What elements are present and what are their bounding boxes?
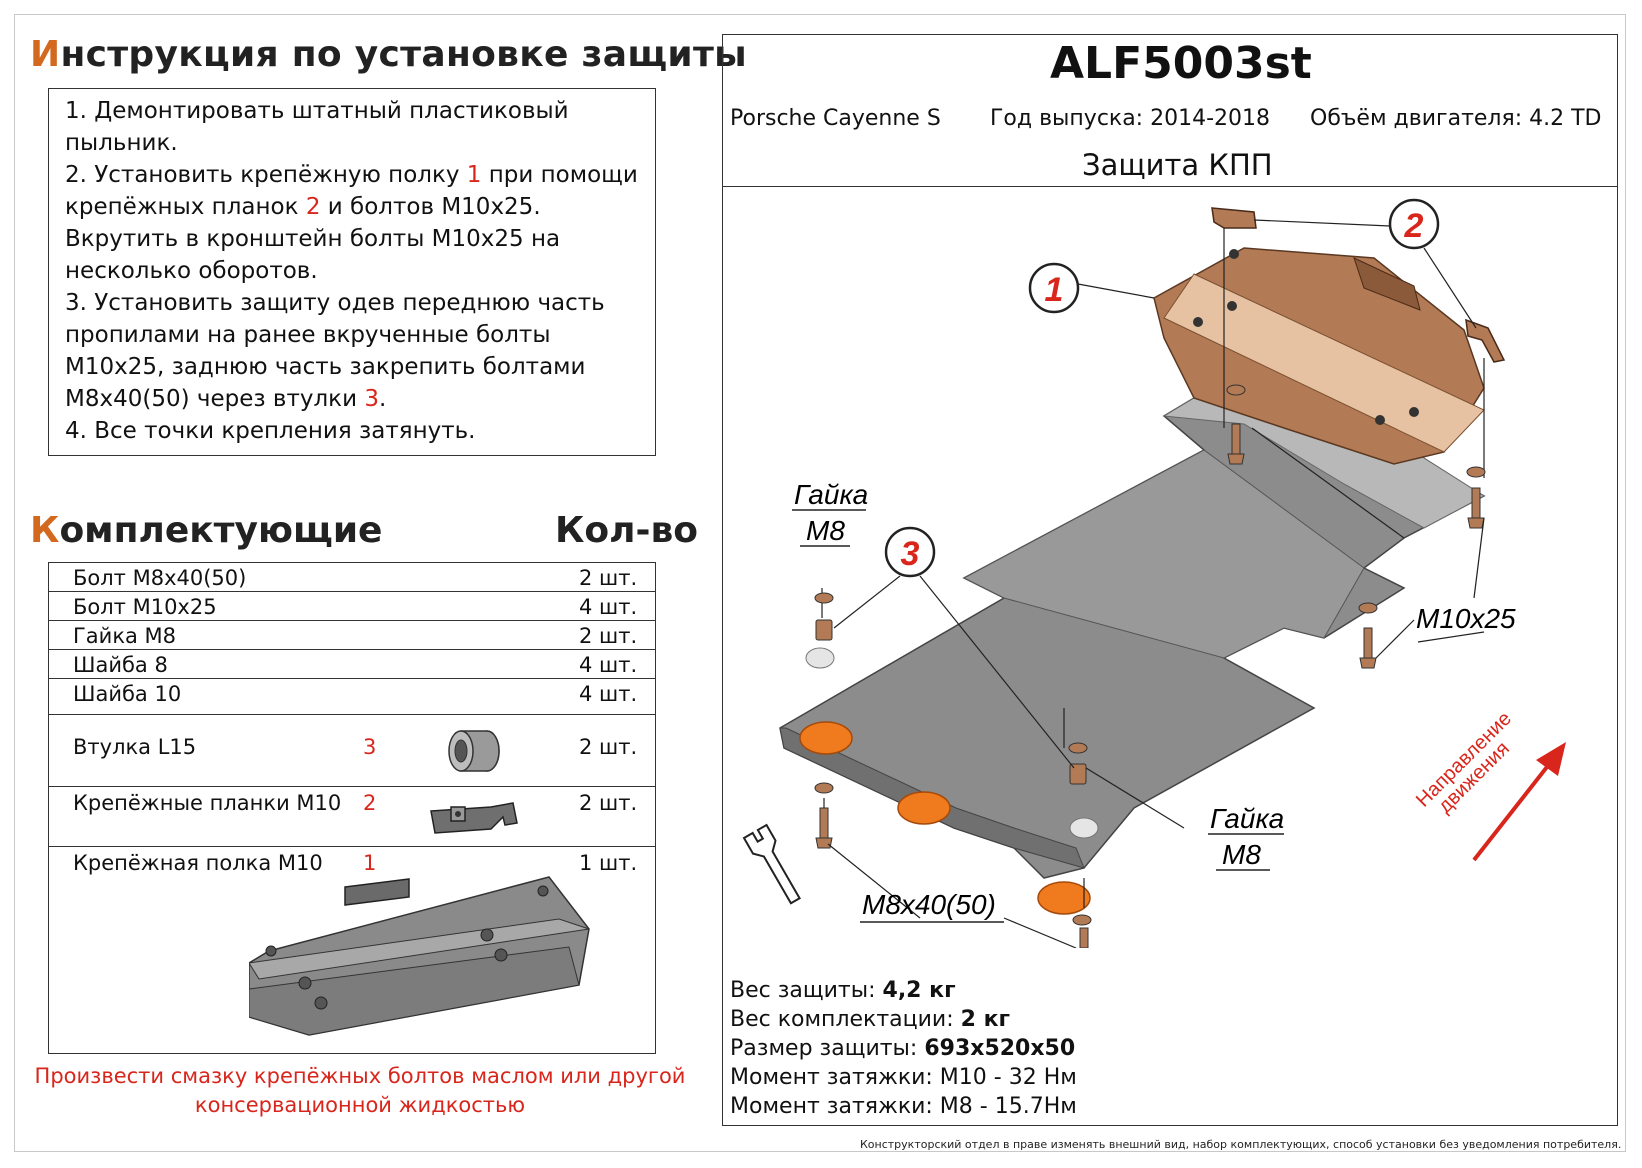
callout-2: 2 [1253,198,1477,329]
kit-item-qty: 2 шт. [579,735,638,759]
table-row: Шайба 10 4 шт. [49,679,655,715]
car-model: Porsche Cayenne S [730,106,941,131]
step-1: 1. Демонтировать штатный пластиковый пыл… [65,98,569,156]
torque-m10: Момент затяжки: М10 - 32 Нм [730,1065,1077,1090]
kit-weight: Вес комплектации: 2 кг [730,1007,1011,1032]
mounting-strip [1465,318,1506,363]
mounting-shelf [1153,247,1485,465]
mounting-shelf-icon [249,876,590,1036]
mounting-strip-icon [430,802,518,834]
svg-text:М8: М8 [1222,839,1261,870]
kit-item-qty: 4 шт. [579,595,638,619]
protection-weight: Вес защиты: 4,2 кг [730,978,956,1003]
bushing-mount [1069,817,1099,839]
table-row: Крепёжные планки М10 2 2 шт. [49,787,655,847]
skid-plate [779,367,1486,915]
nut-label-right: Гайка М8 [1085,767,1284,871]
kit-item-name: Гайка М8 [73,624,177,648]
protection-size: Размер защиты: 693х520х50 [730,1036,1076,1061]
engine-volume: Объём двигателя: 4.2 TD [1310,106,1602,131]
svg-text:Гайка: Гайка [794,479,868,510]
header-divider [722,186,1618,187]
kit-item-name: Болт М8х40(50) [73,566,247,590]
bolt-m10-label: М10х25 [1375,517,1516,659]
bushing-mount [805,647,835,669]
table-row: Гайка М8 2 шт. [49,621,655,650]
sheet-border [14,14,1626,1152]
kit-item-name: Втулка L15 [73,735,197,759]
step-3: 3. Установить защиту одев переднюю часть… [65,290,605,412]
kit-item-name: Крепёжные планки М10 [73,791,342,815]
svg-text:М8х40(50): М8х40(50) [862,889,996,920]
assembly-diagram: ALFeco [742,198,1566,948]
mounting-strip [1211,207,1257,229]
disclaimer-footer: Конструкторский отдел в праве изменять в… [860,1138,1622,1151]
kit-item-qty: 2 шт. [579,566,638,590]
production-years: Год выпуска: 2014-2018 [990,106,1271,131]
table-row: Шайба 8 4 шт. [49,650,655,679]
callout-3: 3 [833,526,1075,769]
kit-item-qty: 4 шт. [579,682,638,706]
kit-item-name: Шайба 8 [73,653,168,677]
svg-text:М8: М8 [806,515,845,546]
part-name: Защита КПП [1082,148,1273,182]
bushing-icon [448,730,500,772]
wrench-icon [742,823,801,905]
svg-text:2: 2 [1404,207,1424,245]
kit-item-qty: 4 шт. [579,653,638,677]
kit-item-qty: 1 шт. [579,851,638,875]
table-row: Болт М10х25 4 шт. [49,592,655,621]
instructions-box: 1. Демонтировать штатный пластиковый пыл… [48,88,656,456]
kit-item-name: Шайба 10 [73,682,182,706]
kit-title: Комплектующие [30,510,383,551]
table-row: Втулка L15 3 2 шт. [49,715,655,787]
orange-pad [799,721,853,755]
kit-item-number: 3 [363,735,377,759]
kit-item-name: Болт М10х25 [73,595,217,619]
svg-text:М10х25: М10х25 [1416,603,1516,634]
torque-m8: Момент затяжки: М8 - 15.7Нм [730,1094,1077,1119]
step-4: 4. Все точки крепления затянуть. [65,418,476,444]
kit-item-name: Крепёжная полка М10 [73,851,323,875]
kit-item-qty: 2 шт. [579,624,638,648]
svg-text:3: 3 [901,535,920,573]
orange-pad [1037,881,1091,915]
kit-table: Болт М8х40(50) 2 шт. Болт М10х25 4 шт. Г… [48,562,656,1054]
kit-item-number: 2 [363,791,377,815]
kit-item-number: 1 [363,851,377,875]
svg-text:Гайка: Гайка [1210,803,1284,834]
bolt-m8-label: М8х40(50) [827,843,1077,948]
bolt-icons [815,423,1485,948]
table-row: Крепёжная полка М10 1 1 шт. [49,847,655,1053]
svg-text:1: 1 [1045,271,1064,309]
washer-icons [814,384,1486,926]
nut-label-left: Гайка М8 [792,479,868,547]
kit-item-qty: 2 шт. [579,791,638,815]
step-2: 2. Установить крепёжную полку 1 при помо… [65,162,638,284]
model-code: ALF5003st [1050,38,1312,89]
lubrication-note: Произвести смазку крепёжных болтов масло… [34,1064,686,1117]
drawing-panel [722,34,1618,1126]
table-row: Болт М8х40(50) 2 шт. [49,563,655,592]
qty-header: Кол-во [555,510,698,551]
instructions-title: Инструкция по установке защиты [30,34,747,75]
direction-arrow: Направление движения [1412,708,1566,862]
callout-1: 1 [1028,262,1155,314]
orange-pad [897,791,951,825]
